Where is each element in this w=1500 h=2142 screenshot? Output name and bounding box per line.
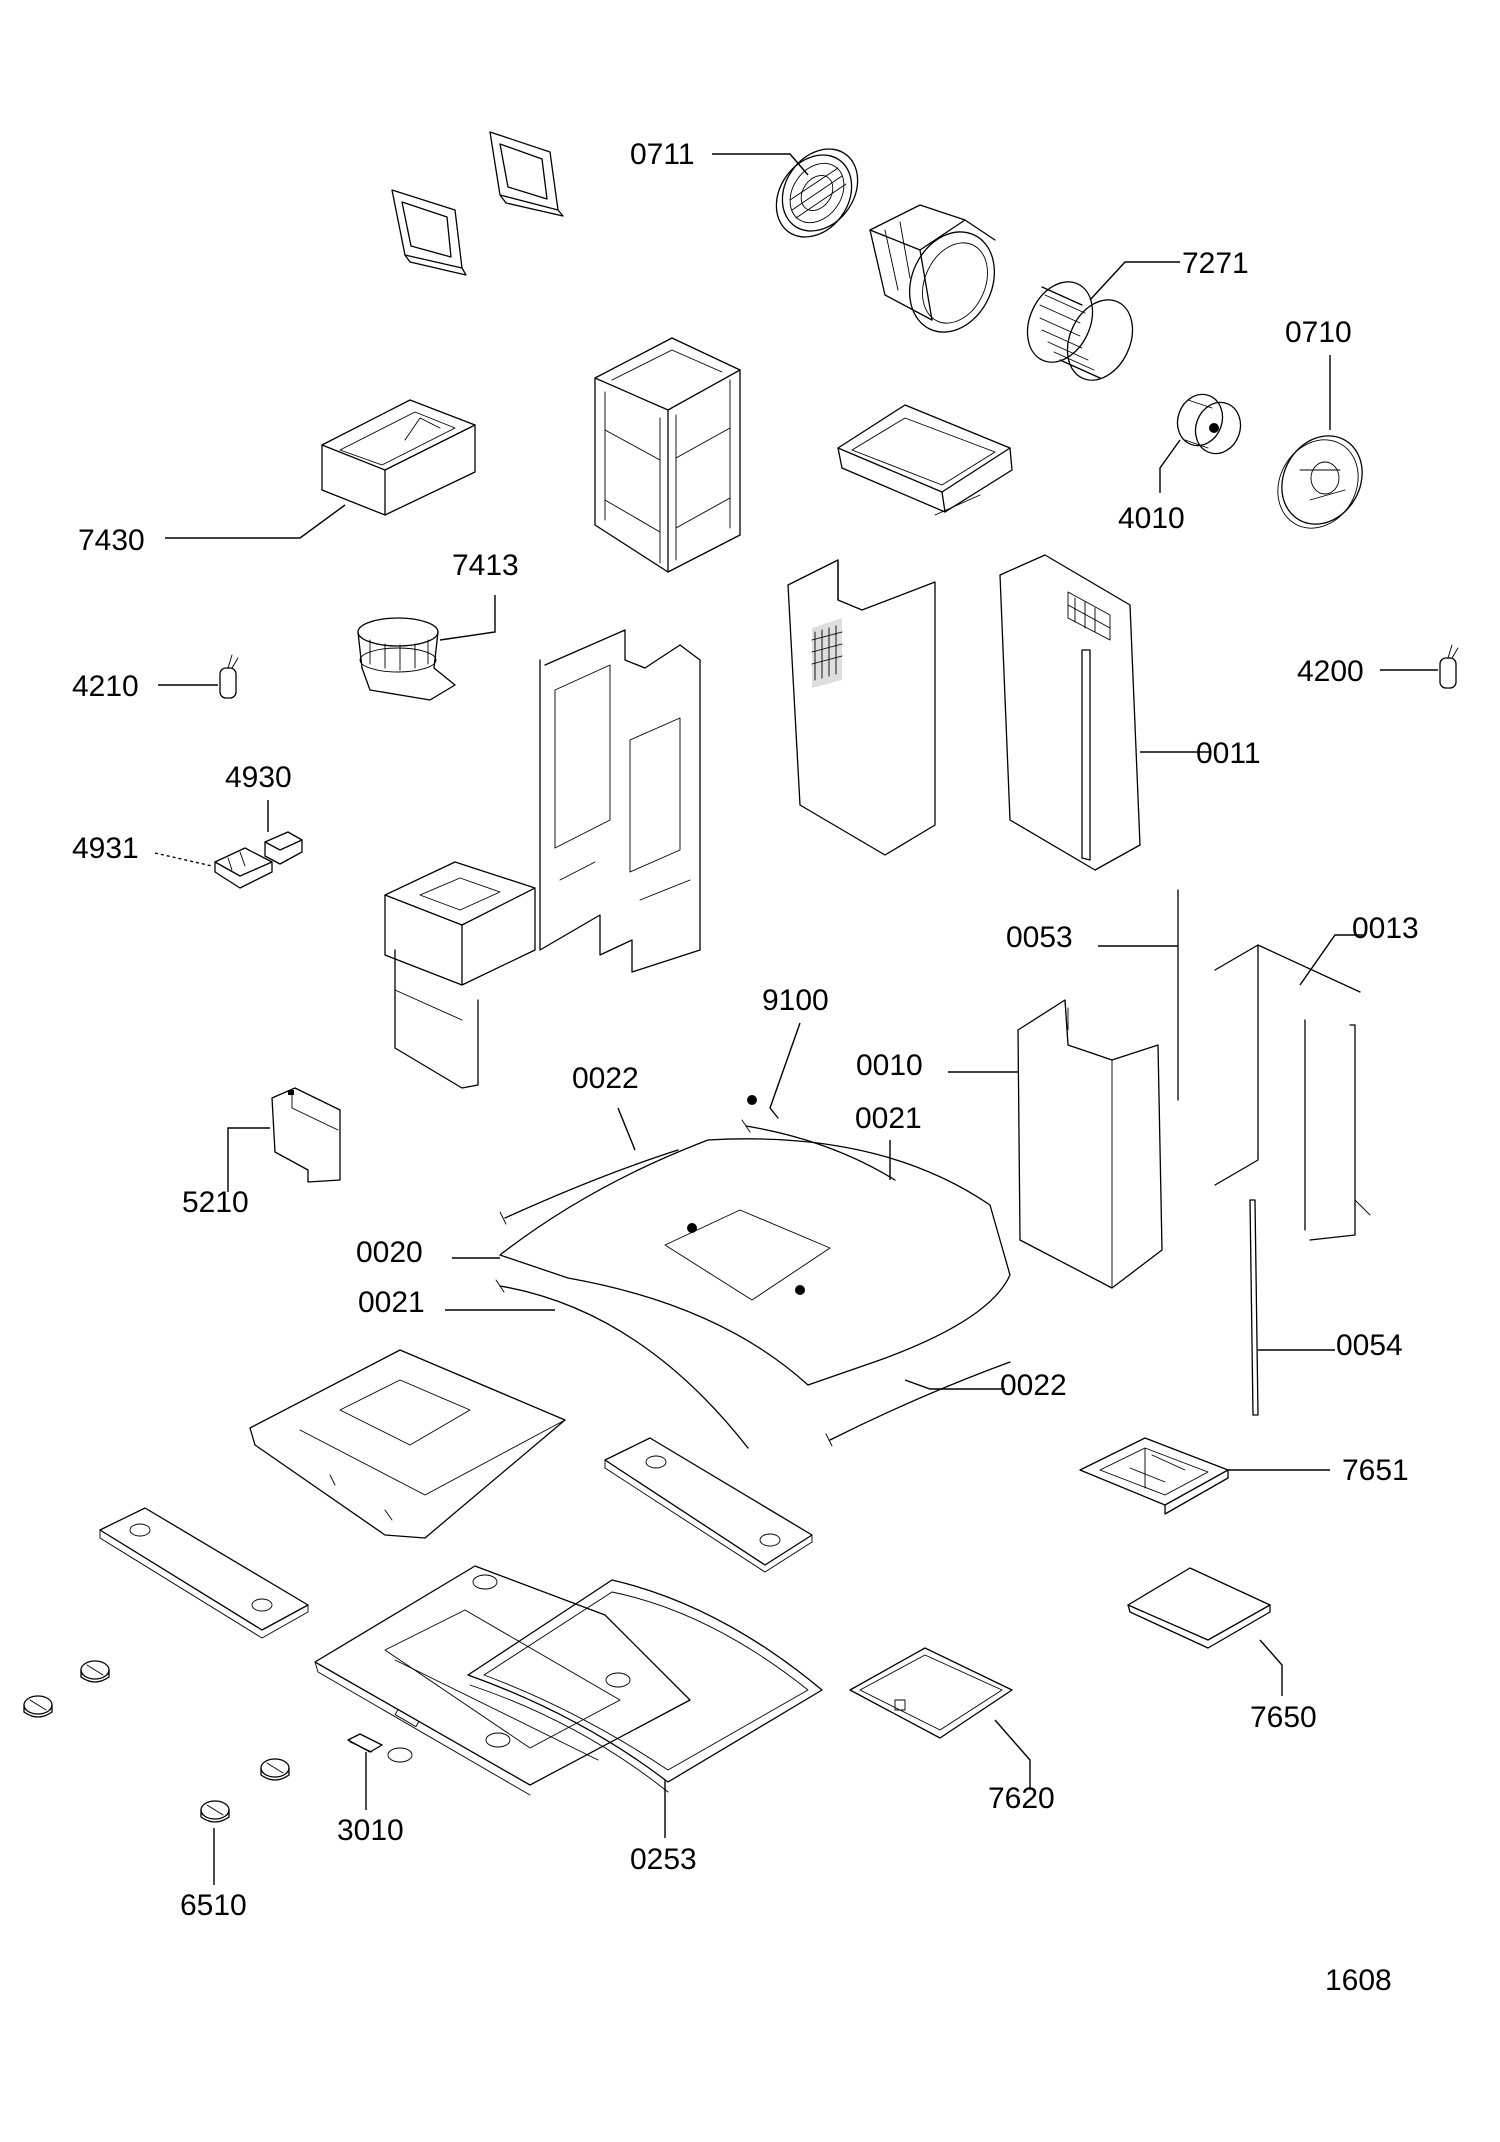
back-panel-0013 (1214, 944, 1371, 1241)
leader-0013 (1299, 934, 1365, 986)
upper-chimney-shell-back (999, 554, 1141, 871)
square-frame (837, 404, 1013, 516)
frame-cage (594, 337, 741, 573)
pcb-box-5210 (271, 1087, 341, 1183)
knob-2 (80, 1660, 110, 1683)
filter-cassette-7651 (1079, 1437, 1229, 1515)
knob-4 (200, 1800, 230, 1823)
outer-chimney-0010 (1017, 999, 1163, 1289)
label-0710: 0710 (1285, 316, 1352, 349)
fan-wheel-7271 (1026, 281, 1134, 381)
label-7413: 7413 (452, 549, 519, 582)
duct-box-7430 (321, 399, 476, 516)
leader-0022b (904, 1379, 1005, 1390)
leader-7620 (994, 1719, 1031, 1790)
label-0010: 0010 (856, 1049, 923, 1082)
label-4931: 4931 (72, 832, 139, 865)
leader-4010 (1159, 439, 1181, 493)
trim-0022-bottom (829, 1361, 1011, 1441)
label-0054: 0054 (1336, 1329, 1403, 1362)
gasket-ring-right (489, 131, 564, 217)
label-0022-top: 0022 (572, 1062, 639, 1095)
grease-filter-7620 (849, 1647, 1013, 1739)
damper-7413 (357, 617, 456, 701)
knob-1 (23, 1695, 53, 1718)
label-7620: 7620 (988, 1782, 1055, 1815)
inner-chimney-box (384, 861, 536, 1089)
switch-3010 (347, 1733, 383, 1753)
label-3010: 3010 (337, 1814, 404, 1847)
motor-4010 (1176, 393, 1242, 455)
motor-plate-0710 (1277, 435, 1363, 529)
leader-7430 (165, 504, 346, 539)
bottom-canopy-housing (314, 1565, 691, 1796)
knob-3 (260, 1758, 290, 1781)
capacitor-4210 (219, 654, 239, 699)
inner-chimney-panel (539, 629, 701, 973)
label-0021-bottom: 0021 (358, 1286, 425, 1319)
label-0053: 0053 (1006, 921, 1073, 954)
label-0253: 0253 (630, 1843, 697, 1876)
label-0022-bottom: 0022 (1000, 1369, 1067, 1402)
label-7271: 7271 (1182, 247, 1249, 280)
label-5210: 5210 (182, 1186, 249, 1219)
label-0013: 0013 (1352, 912, 1419, 945)
trim-0022-top (504, 1149, 679, 1219)
leader-9100 (769, 1022, 801, 1109)
blower-housing (869, 204, 996, 333)
leader-0711 (712, 153, 809, 176)
leader-7650 (1259, 1639, 1283, 1696)
strip-0054 (1249, 1199, 1259, 1416)
side-frame-left (99, 1507, 309, 1639)
label-7651: 7651 (1342, 1454, 1409, 1487)
switch-block-4930 (264, 831, 303, 865)
label-4210: 4210 (72, 670, 139, 703)
round-grille-0711 (775, 148, 859, 238)
leader-5210 (227, 1127, 270, 1192)
label-6510: 6510 (180, 1889, 247, 1922)
label-0021-top: 0021 (855, 1102, 922, 1135)
screw-9100 (747, 1095, 779, 1119)
label-4010: 4010 (1118, 502, 1185, 535)
leader-0022a (617, 1107, 636, 1151)
leader-4931 (154, 852, 213, 867)
strip-0021-bottom (499, 1285, 749, 1449)
glass-frame-0253 (467, 1579, 823, 1793)
strip-0021-top (745, 1125, 896, 1181)
label-7650: 7650 (1250, 1701, 1317, 1734)
label-0011: 0011 (1196, 737, 1261, 770)
terminal-block-4931 (214, 847, 273, 889)
side-frame-right (604, 1437, 813, 1573)
label-0711: 0711 (630, 138, 695, 171)
capacitor-4200 (1439, 644, 1459, 689)
gasket-ring-left (391, 189, 467, 276)
label-7430: 7430 (78, 524, 145, 557)
sheet-number: 1608 (1325, 1964, 1392, 1997)
upper-chimney-shell (787, 559, 936, 856)
glass-canopy-0020 (499, 1138, 1011, 1386)
label-9100: 9100 (762, 984, 829, 1017)
label-4930: 4930 (225, 761, 292, 794)
label-0020: 0020 (356, 1236, 423, 1269)
carbon-filter-7650 (1127, 1567, 1271, 1649)
label-4200: 4200 (1297, 655, 1364, 688)
hood-body-plate (249, 1349, 566, 1539)
leader-7413 (439, 595, 496, 641)
leader-7271 (1089, 261, 1180, 301)
